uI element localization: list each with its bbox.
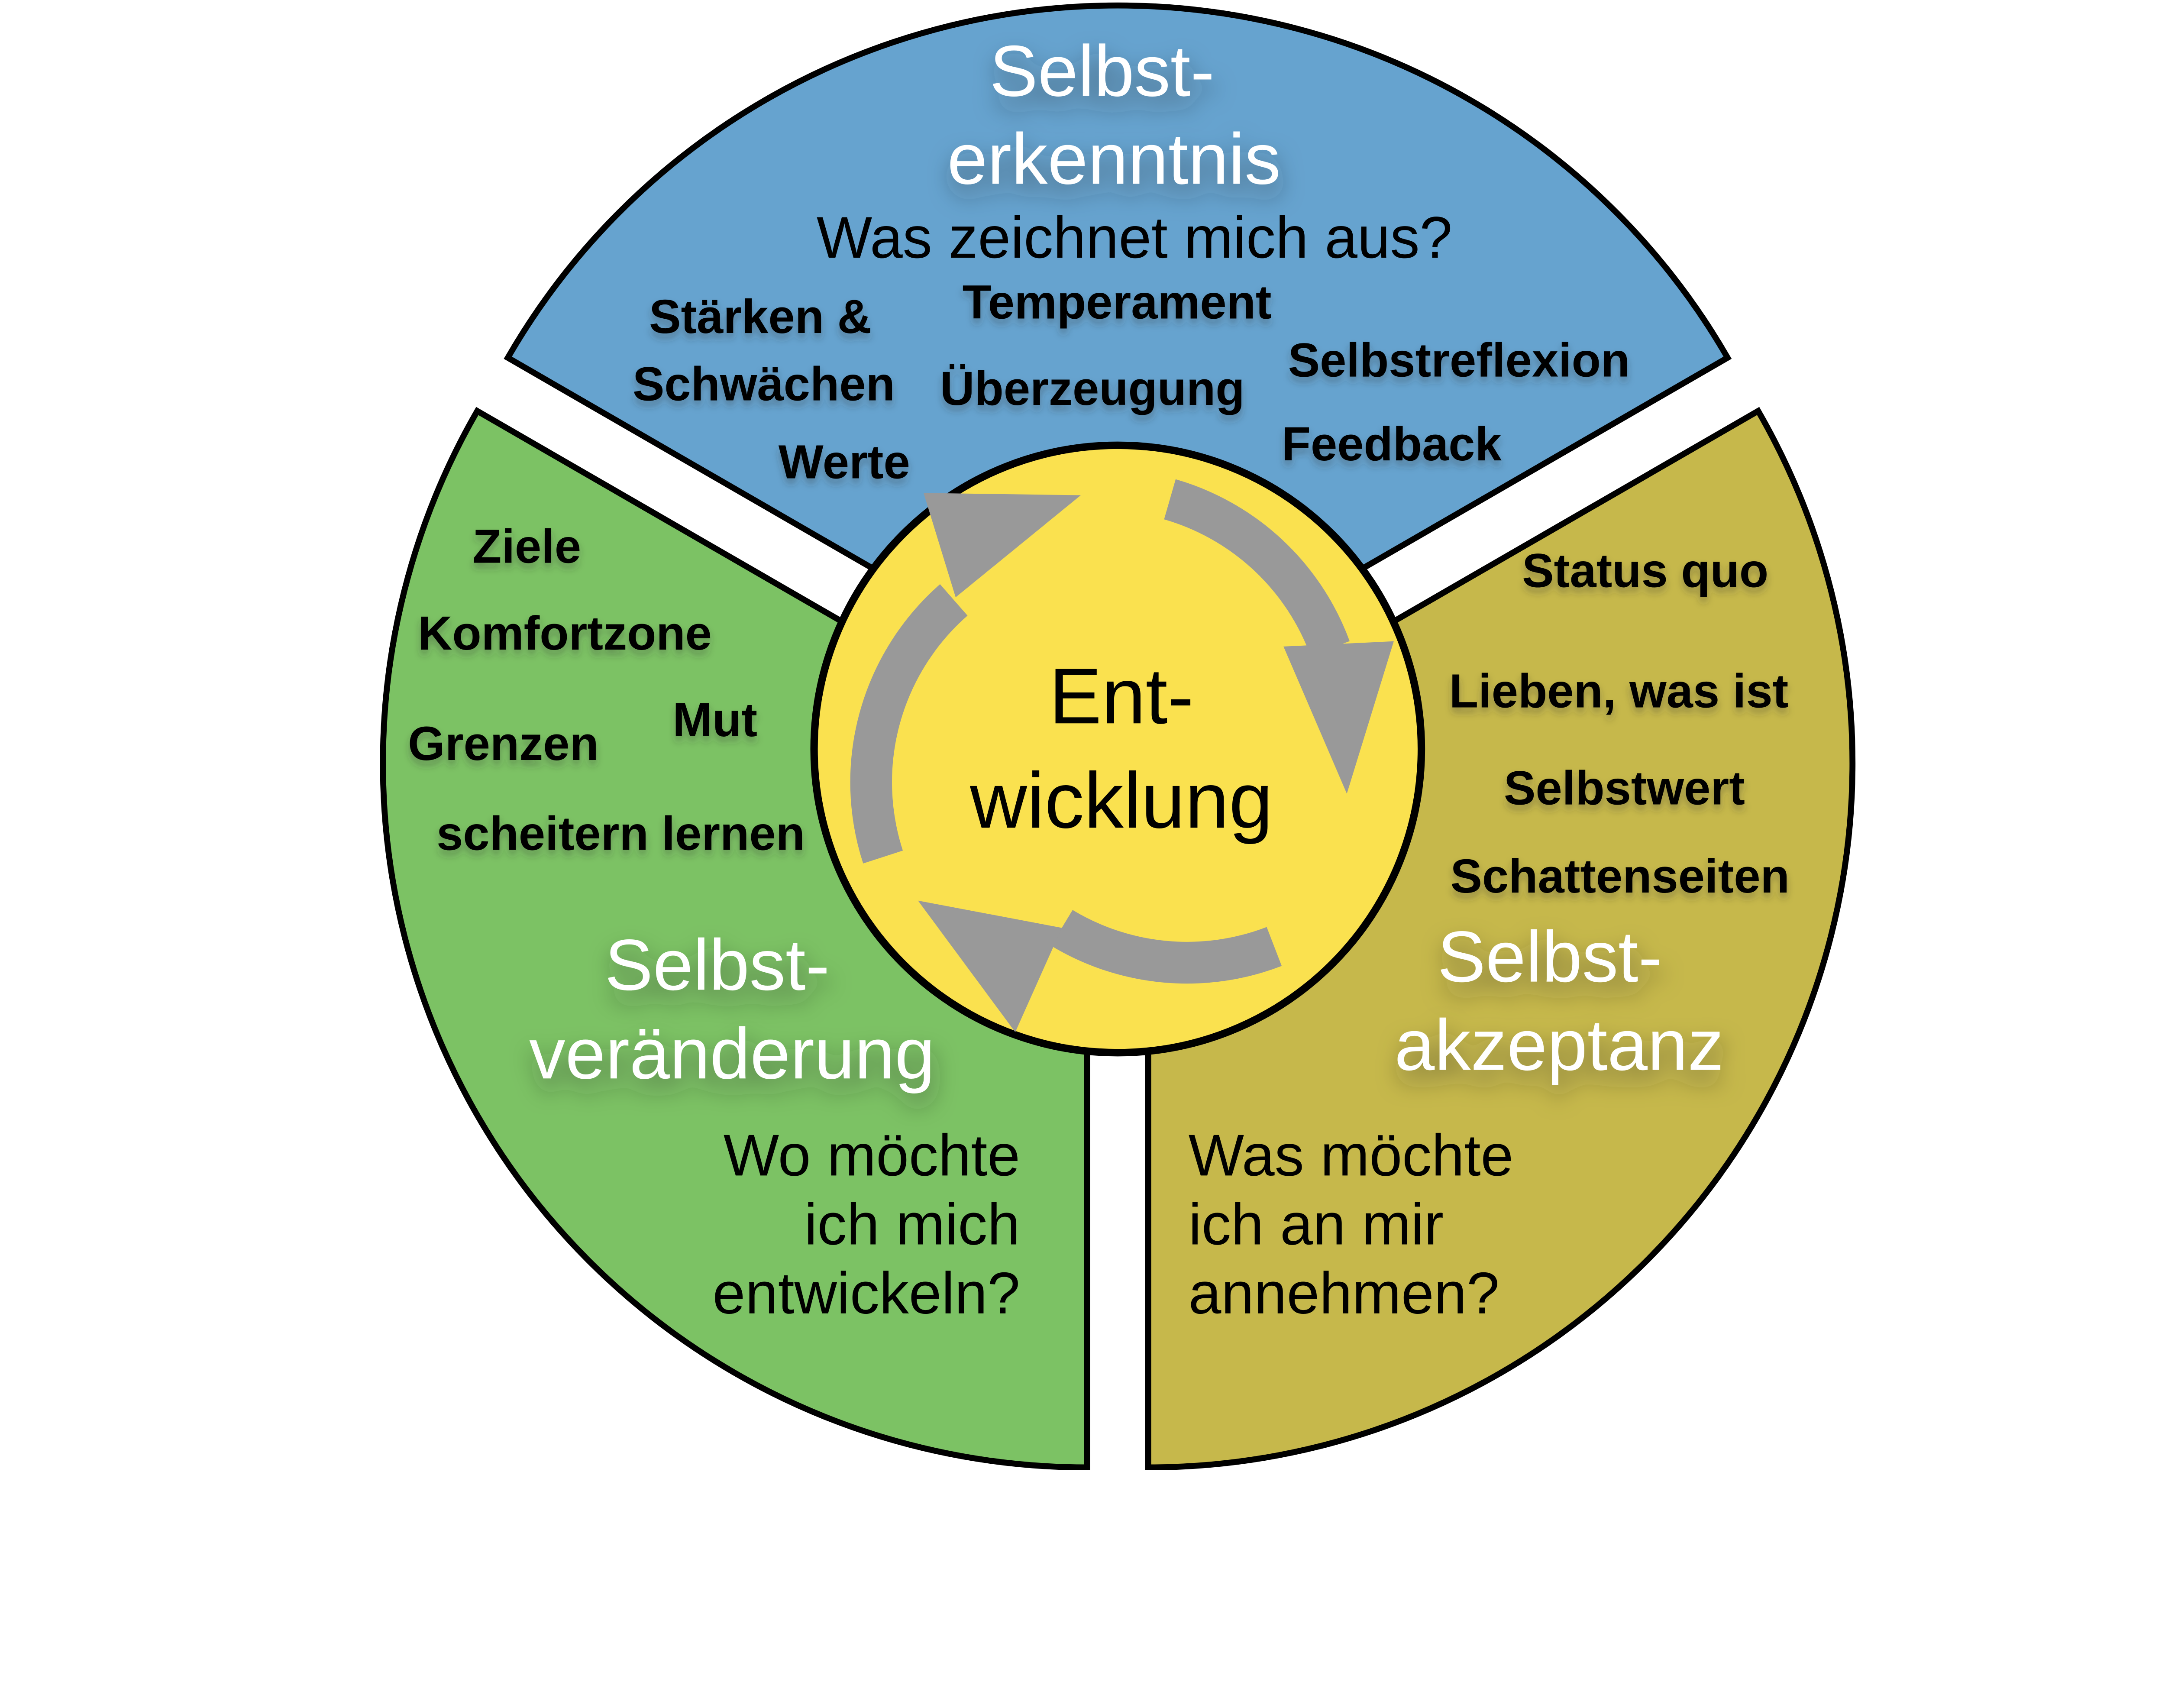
keyword-temperament: Temperament [963, 275, 1272, 329]
segment-texts-selbsterkenntnis: Selbst- erkenntnis Was zeichnet mich aus… [633, 31, 1630, 488]
selbsterkenntnis-title-line2: erkenntnis [947, 119, 1281, 199]
center-label: Ent- wicklung [969, 652, 1273, 844]
keyword-schattenseiten: Schattenseiten [1451, 850, 1790, 903]
center-label-line2: wicklung [969, 756, 1273, 844]
keyword-selbstwert: Selbstwert [1504, 761, 1745, 815]
sector-selbsterkenntnis [504, 2, 1732, 714]
selbstveraenderung-question-line3: entwickeln? [713, 1260, 1020, 1326]
keyword-status-quo: Status quo [1522, 544, 1768, 598]
selbstveraenderung-title-line2: veränderung [529, 1013, 935, 1094]
selbsterkenntnis-title-line1: Selbst- [989, 31, 1214, 111]
development-cycle-diagram: Ent- wicklung Selbst- erkenntnis Was zei… [380, 2, 1856, 1470]
keyword-staerken-line2: Schwächen [633, 358, 895, 411]
selbstakzeptanz-question-line3: annehmen? [1189, 1260, 1499, 1326]
cycle-arrow-left-head-icon [924, 493, 1081, 598]
keyword-komfortzone: Komfortzone [418, 607, 712, 660]
cycle-arrows [850, 479, 1394, 1032]
keyword-selbstreflexion: Selbstreflexion [1288, 334, 1630, 387]
keyword-feedback: Feedback [1282, 417, 1502, 471]
keyword-ueberzeugung: Überzeugung [940, 362, 1245, 415]
diagram-canvas: Ent- wicklung Selbst- erkenntnis Was zei… [380, 2, 1856, 1470]
selbstakzeptanz-title-line1: Selbst- [1438, 917, 1662, 997]
cycle-arrow-bottom-head-icon [918, 900, 1062, 1032]
selbstakzeptanz-title-line2: akzeptanz [1394, 1005, 1724, 1086]
cycle-arrow-right-arc [1164, 479, 1350, 656]
keyword-lieben-was-ist: Lieben, was ist [1449, 665, 1788, 718]
segment-texts-selbstakzeptanz: Status quo Lieben, was ist Selbstwert Sc… [1189, 544, 1790, 1326]
selbsterkenntnis-question: Was zeichnet mich aus? [817, 204, 1452, 270]
cycle-arrow-right-head-icon [1283, 641, 1394, 794]
keyword-staerken-line1: Stärken & [649, 290, 872, 343]
segment-texts-selbstveraenderung: Ziele Komfortzone Grenzen Mut scheitern … [408, 520, 1020, 1326]
keyword-werte: Werte [779, 435, 910, 488]
selbstakzeptanz-question-line1: Was möchte [1189, 1122, 1513, 1188]
keyword-scheitern-lernen: scheitern lernen [436, 807, 805, 860]
keyword-mut: Mut [672, 693, 757, 747]
selbstakzeptanz-question-line2: ich an mir [1189, 1191, 1444, 1257]
selbstveraenderung-question-line2: ich mich [804, 1191, 1020, 1257]
selbstveraenderung-title-line1: Selbst- [605, 925, 830, 1006]
sectors [380, 2, 1856, 1470]
keyword-ziele: Ziele [472, 520, 581, 573]
selbstveraenderung-question-line1: Wo möchte [724, 1122, 1020, 1188]
center-label-line1: Ent- [1049, 652, 1194, 740]
cycle-arrow-bottom-arc [1051, 910, 1282, 984]
cycle-arrow-left-arc [850, 584, 968, 864]
keyword-grenzen: Grenzen [408, 717, 599, 770]
center-circle [810, 441, 1425, 1057]
